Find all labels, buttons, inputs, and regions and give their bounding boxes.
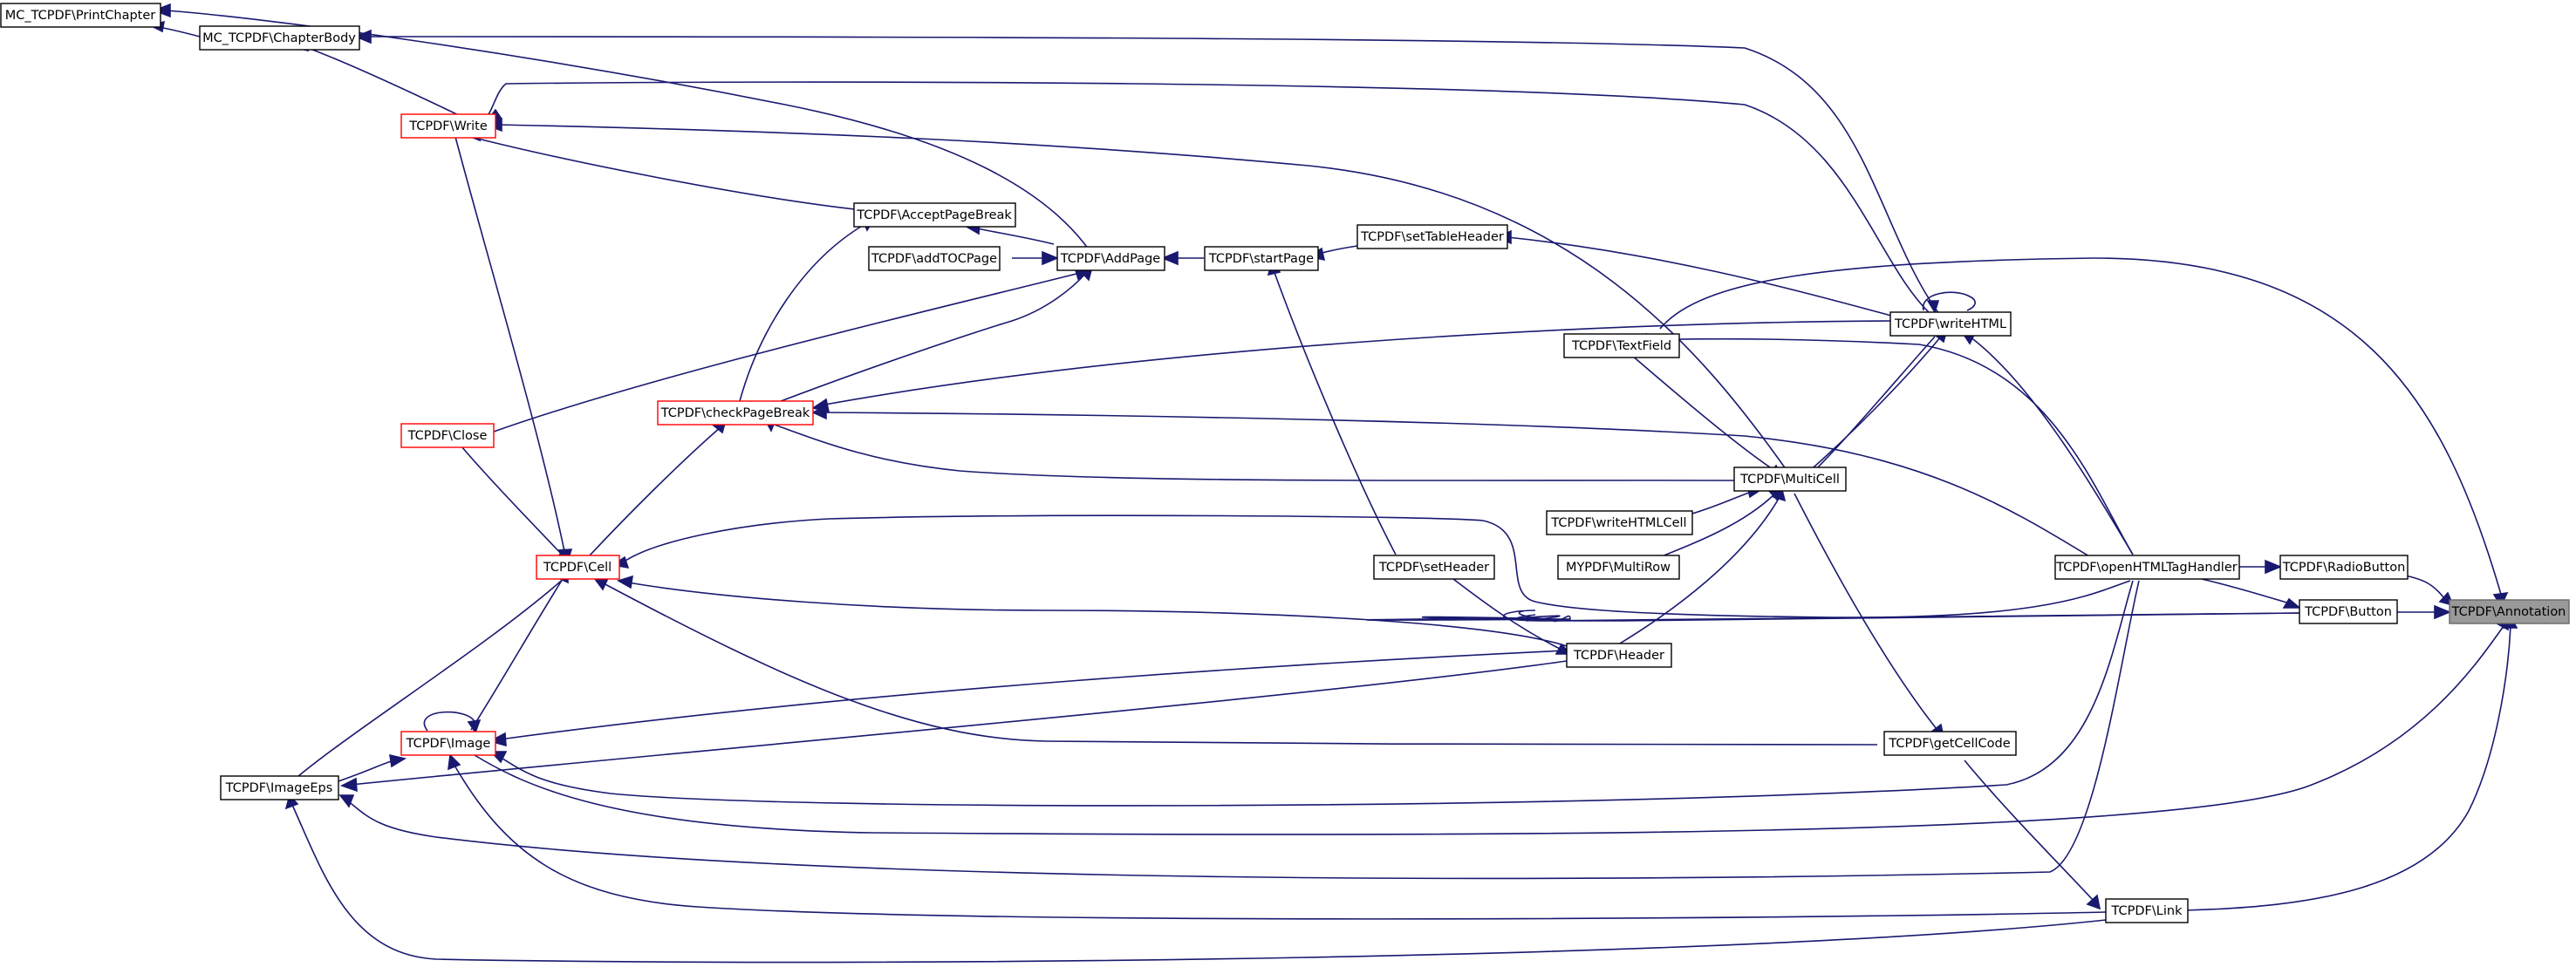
node-writehtmlcell[interactable]: TCPDF\writeHTMLCell [1546,510,1693,535]
edge-writehtml-openhtmltaghandler [1961,330,2134,555]
edge-getcellcode-link [1964,759,2101,910]
edge-image-image-self [423,711,482,734]
node-image[interactable]: TCPDF\Image [400,731,496,756]
node-close[interactable]: TCPDF\Close [400,423,495,448]
node-write[interactable]: TCPDF\Write [400,113,496,139]
node-label: TCPDF\checkPageBreak [660,406,810,420]
node-chapterbody[interactable]: MC_TCPDF\ChapterBody [199,25,360,51]
node-label: TCPDF\Header [1573,649,1664,663]
node-multicell[interactable]: TCPDF\MultiCell [1733,467,1847,492]
edge-writehtml-multicell [1800,336,1936,481]
node-label: TCPDF\startPage [1208,252,1314,266]
node-label: TCPDF\Close [407,429,488,443]
node-printchapter[interactable]: MC_TCPDF\PrintChapter [0,3,161,28]
edge-header-cell [617,575,1568,647]
node-header[interactable]: TCPDF\Header [1566,643,1672,668]
edge-link-annotation [2183,615,2518,911]
edge-link-image [448,753,2107,920]
node-addpage[interactable]: TCPDF\AddPage [1056,246,1165,271]
node-label: TCPDF\addTOCPage [871,252,997,266]
node-label: TCPDF\TextField [1571,339,1671,353]
edge-textfield-multicell [1630,354,1783,477]
edge-setheader-startpage [1267,260,1397,555]
node-writehtml[interactable]: TCPDF\writeHTML [1889,311,2012,337]
node-label: TCPDF\Cell [543,561,612,575]
node-label: TCPDF\RadioButton [2282,561,2406,575]
node-label: MC_TCPDF\ChapterBody [202,31,356,45]
edge-openhtmltaghandler-checkpagebreak [811,405,2090,557]
node-openhtmltaghandler[interactable]: TCPDF\openHTMLTagHandler [2054,555,2240,580]
edge-openhtmltaghandler-imageeps [338,580,2140,880]
edge-multicell-checkpagebreak [764,416,1735,481]
node-checkpagebreak[interactable]: TCPDF\checkPageBreak [657,400,814,426]
edge-addpage-printchapter [152,3,1090,250]
node-startpage[interactable]: TCPDF\startPage [1204,246,1319,271]
node-label: TCPDF\Link [2111,904,2183,918]
node-label: TCPDF\Annotation [2451,605,2566,619]
edge-writehtml-writehtml-self [1922,291,1976,314]
node-label: TCPDF\AddPage [1060,252,1161,266]
node-label: TCPDF\MultiCell [1739,473,1840,487]
node-label: TCPDF\openHTMLTagHandler [2055,561,2237,575]
call-graph-edges [147,3,2518,964]
edge-imageeps-image [335,753,407,783]
node-label: TCPDF\Button [2304,605,2392,619]
node-label: MC_TCPDF\PrintChapter [5,9,156,23]
edge-checkpagebreak-acceptpagebreak [739,216,874,402]
edge-multicell-writehtml [1805,328,1949,475]
edge-openhtmltaghandler-textfield [1630,332,2134,555]
edge-writehtml-write [483,81,1931,315]
node-settableheader[interactable]: TCPDF\setTableHeader [1356,224,1508,249]
node-label: MYPDF\MultiRow [1566,561,1671,575]
edge-openhtmltaghandler-cell [611,514,2131,618]
node-link[interactable]: TCPDF\Link [2105,898,2189,923]
node-acceptpagebreak[interactable]: TCPDF\AcceptPageBreak [853,202,1016,228]
node-label: TCPDF\getCellCode [1888,737,2010,751]
node-radiobutton[interactable]: TCPDF\RadioButton [2279,555,2409,580]
node-getcellcode[interactable]: TCPDF\getCellCode [1883,731,2017,756]
node-annotation[interactable]: TCPDF\Annotation [2449,599,2570,624]
edge-write-cell [454,136,573,565]
node-cell[interactable]: TCPDF\Cell [536,555,620,580]
edge-openhtmltaghandler-button [2201,578,2302,609]
edge-writehtml-checkpagebreak [810,320,1891,413]
call-graph-nodes: MC_TCPDF\PrintChapter MC_TCPDF\ChapterBo… [0,3,2570,923]
edge-getcellcode-image [489,580,2134,807]
edge-openhtmltaghandler-radiobutton [2239,559,2283,575]
edge-textfield-annotation [1659,257,2509,608]
edge-close-cell [461,446,571,563]
node-label: TCPDF\writeHTMLCell [1550,516,1686,530]
edge-button-annotation [2390,604,2452,620]
node-label: TCPDF\Image [406,737,491,751]
node-label: TCPDF\Write [408,119,488,133]
edge-link-imageeps [284,794,2107,964]
edge-getcellcode-cell [593,577,1878,746]
edge-addtocpage-addpage [1012,250,1060,266]
node-button[interactable]: TCPDF\Button [2299,599,2398,624]
node-label: TCPDF\setTableHeader [1360,230,1504,244]
node-mypdfmultirow[interactable]: MYPDF\MultiRow [1557,555,1680,580]
edge-checkpagebreak-cell-reverse [589,419,728,556]
node-label: TCPDF\writeHTML [1894,317,2006,331]
node-label: TCPDF\ImageEps [225,781,333,795]
node-setheader[interactable]: TCPDF\setHeader [1373,555,1495,580]
node-textfield[interactable]: TCPDF\TextField [1563,333,1680,358]
node-label: TCPDF\AcceptPageBreak [856,208,1012,222]
edge-header-image [488,650,1568,747]
edge-checkpagebreak-addpage [776,265,1094,404]
node-addtocpage[interactable]: TCPDF\addTOCPage [868,246,1001,271]
edge-image-cell [470,569,569,731]
edge-writehtml-chapterbody [353,29,1940,315]
edge-write-chapterbody [291,37,467,119]
edge-header-imageeps [339,660,1568,793]
edge-radiobutton-annotation [2404,575,2455,607]
node-imageeps[interactable]: TCPDF\ImageEps [220,775,339,800]
node-label: TCPDF\setHeader [1378,561,1489,575]
edge-acceptpagebreak-write [465,129,856,210]
edge-startpage-addpage [1160,250,1204,266]
